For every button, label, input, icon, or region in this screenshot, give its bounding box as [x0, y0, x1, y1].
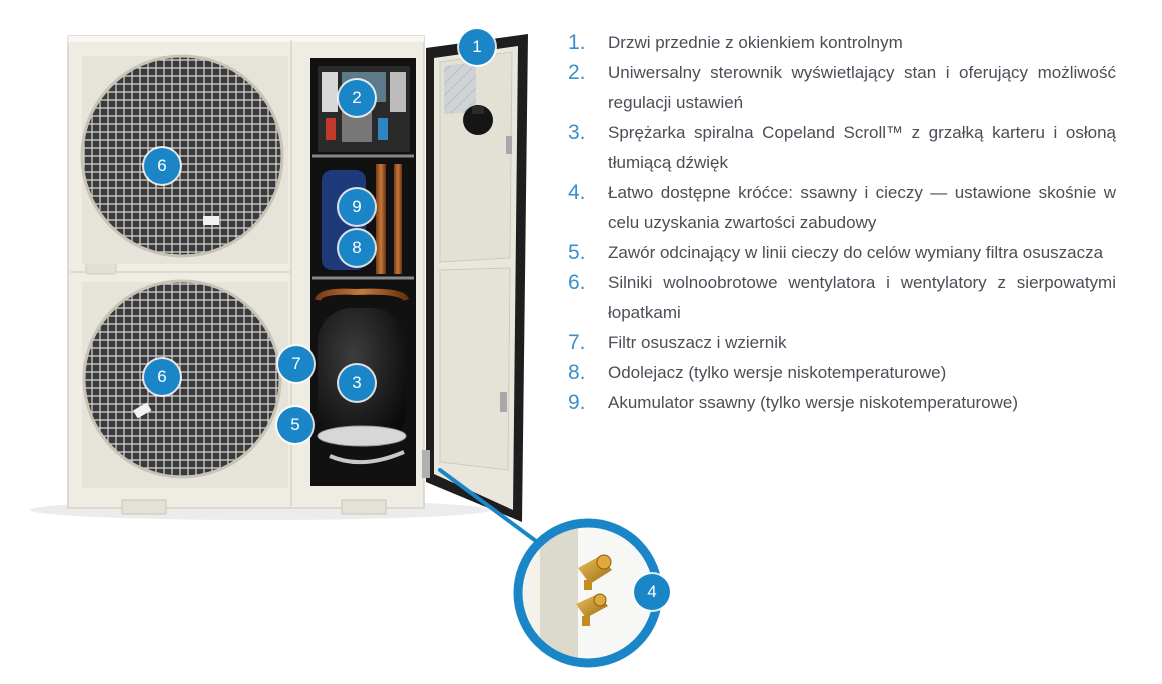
legend-number: 1. [568, 31, 586, 54]
legend-text: Uniwersalny sterownik wyświetlający stan… [608, 63, 1116, 112]
legend-number: 8. [568, 361, 586, 384]
legend-number: 3. [568, 121, 586, 144]
suction-valve-icon [578, 554, 612, 590]
legend-text: Drzwi przednie z okienkiem kontrolnym [608, 33, 903, 52]
upper-fan-grille [80, 54, 288, 264]
legend-item-9: 9. Akumulator ssawny (tylko wersje niskot… [568, 388, 1116, 418]
legend-item-4: 4. Łatwo dostępne króćce: ssawny i cieczy… [568, 178, 1116, 238]
marker-2: 2 [339, 80, 375, 116]
marker-8: 8 [339, 230, 375, 266]
marker-9: 9 [339, 189, 375, 225]
legend-text: Akumulator ssawny (tylko wersje niskotem… [608, 393, 1019, 412]
legend-number: 2. [568, 61, 586, 84]
legend-number: 7. [568, 331, 586, 354]
legend-text: Sprężarka spiralna Copeland Scroll™ z gr… [608, 123, 1116, 172]
marker-5: 5 [277, 407, 313, 443]
zoom-pointer-line [438, 468, 542, 546]
legend-item-3: 3. Sprężarka spiralna Copeland Scroll™ z … [568, 118, 1116, 178]
legend-item-2: 2. Uniwersalny sterownik wyświetlający st… [568, 58, 1116, 118]
legend-text: Łatwo dostępne króćce: ssawny i cieczy —… [608, 183, 1116, 232]
legend-number: 6. [568, 271, 586, 294]
legend-text: Filtr osuszacz i wziernik [608, 333, 787, 352]
legend-item-8: 8. Odolejacz (tylko wersje niskotemperatu… [568, 358, 1116, 388]
legend-number: 4. [568, 181, 586, 204]
marker-6-lower-fan: 6 [144, 359, 180, 395]
service-compartment [310, 58, 416, 486]
liquid-valve-icon [576, 593, 608, 626]
marker-6-upper-fan: 6 [144, 148, 180, 184]
legend-item-1: 1. Drzwi przednie z okienkiem kontrolnym [568, 28, 1116, 58]
legend-item-6: 6. Silniki wolnoobrotowe wentylatora i we… [568, 268, 1116, 328]
legend-number: 9. [568, 391, 586, 414]
legend-item-5: 5. Zawór odcinający w linii cieczy do cel… [568, 238, 1116, 268]
front-door [422, 34, 528, 522]
marker-7: 7 [278, 346, 314, 382]
marker-4: 4 [634, 574, 670, 610]
legend-text: Odolejacz (tylko wersje niskotemperaturo… [608, 363, 947, 382]
legend-text: Silniki wolnoobrotowe wentylatora i went… [608, 273, 1116, 322]
legend-item-7: 7. Filtr osuszacz i wziernik [568, 328, 1116, 358]
marker-1: 1 [459, 29, 495, 65]
legend-number: 5. [568, 241, 586, 264]
parts-legend: 1.Drzwi przednie z okienkiem kontrolnym … [568, 28, 1116, 418]
lower-fan-grille [82, 279, 288, 488]
marker-3: 3 [339, 365, 375, 401]
legend-text: Zawór odcinający w linii cieczy do celów… [608, 243, 1104, 262]
